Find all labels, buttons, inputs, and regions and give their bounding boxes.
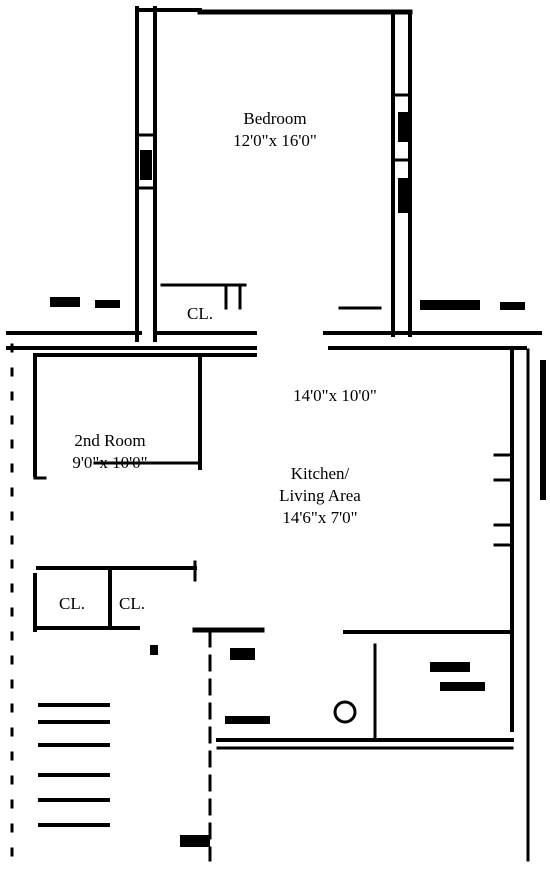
kitchen-name-line2: Living Area bbox=[279, 486, 361, 505]
closet-left-label: CL. bbox=[52, 593, 92, 615]
second-room-walls bbox=[33, 353, 202, 632]
exterior-walls bbox=[10, 343, 530, 862]
bedroom-walls bbox=[135, 6, 413, 342]
closet-top-walls bbox=[153, 283, 257, 335]
kitchen-name-line1: Kitchen/ bbox=[290, 464, 350, 483]
bedroom-label: Bedroom 12'0"x 16'0" bbox=[195, 108, 355, 152]
stairs bbox=[38, 703, 110, 827]
bedroom-dimensions: 12'0"x 16'0" bbox=[233, 131, 317, 150]
kitchen-walls bbox=[192, 453, 514, 862]
main-area-label: 14'0"x 10'0" bbox=[270, 385, 400, 407]
bedroom-name: Bedroom bbox=[243, 109, 307, 128]
second-room-name: 2nd Room bbox=[74, 431, 146, 450]
scan-marks bbox=[50, 112, 546, 847]
closet-right-name: CL. bbox=[119, 594, 145, 613]
closet-right-label: CL. bbox=[112, 593, 152, 615]
closet-top-name: CL. bbox=[187, 304, 213, 323]
main-area-dimensions: 14'0"x 10'0" bbox=[293, 386, 377, 405]
second-room-label: 2nd Room 9'0"x 10'0" bbox=[45, 430, 175, 474]
central-wall bbox=[6, 306, 542, 357]
second-room-dimensions: 9'0"x 10'0" bbox=[72, 453, 148, 472]
closet-left-name: CL. bbox=[59, 594, 85, 613]
closet-top-label: CL. bbox=[180, 303, 220, 325]
lower-closets-walls bbox=[36, 560, 197, 630]
kitchen-label: Kitchen/ Living Area 14'6"x 7'0" bbox=[260, 463, 380, 529]
kitchen-dimensions: 14'6"x 7'0" bbox=[282, 508, 358, 527]
